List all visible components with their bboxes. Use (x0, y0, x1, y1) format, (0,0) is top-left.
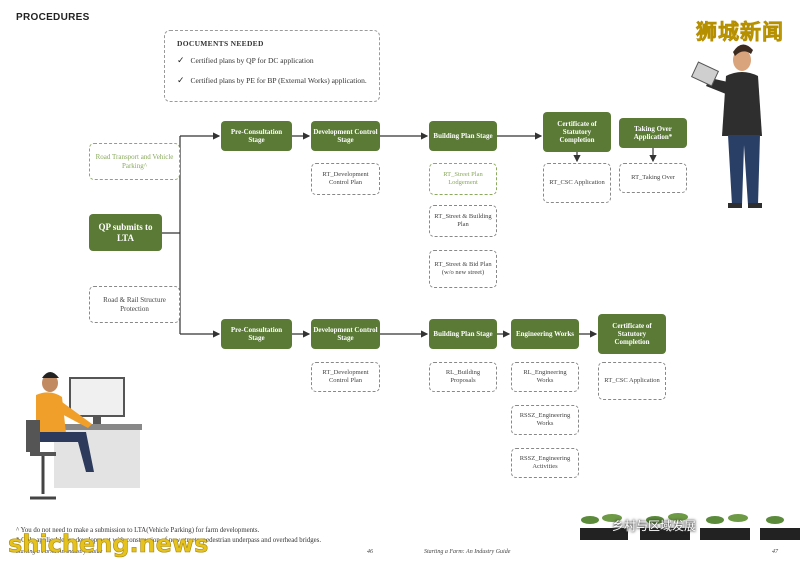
top-doc-csc-application: RT_CSC Application (543, 163, 611, 203)
bottom-doc-dc-plan: RT_Development Control Plan (311, 362, 380, 392)
bottom-stage-certificate: Certificate of Statutory Completion (598, 314, 666, 354)
top-doc-taking-over: RT_Taking Over (619, 163, 687, 193)
person-with-tablet-illustration (690, 44, 762, 208)
start-node: QP submits to LTA (89, 214, 162, 251)
bottom-doc-rssz-engineering-works: RSSZ_Engineering Works (511, 405, 579, 435)
plant-pots-illustration (580, 513, 800, 540)
footnote-vehicle-parking: ^ You do not need to make a submission t… (16, 527, 260, 534)
top-doc-street-plan-lodgement: RT_Street Plan Lodgement (429, 163, 497, 195)
top-stage-taking-over: Taking Over Application* (619, 118, 687, 148)
bottom-stage-development-control: Development Control Stage (311, 319, 380, 349)
branch-label-top: Road Transport and Vehicle Parking^ (89, 143, 180, 180)
person-at-computer-illustration (26, 372, 142, 500)
check-icon: ✓ (177, 75, 185, 85)
watermark-bottom-left: shicheng.news (8, 530, 209, 559)
top-stage-building-plan: Building Plan Stage (429, 121, 497, 151)
top-stage-development-control: Development Control Stage (311, 121, 380, 151)
bottom-doc-csc-application: RT_CSC Application (598, 362, 666, 400)
document-item-label: Certified plans by QP for DC application (190, 56, 314, 65)
footer-page-left: 46 (367, 549, 373, 555)
footnote-taking-over: * Only applicable for development with c… (16, 537, 322, 544)
check-icon: ✓ (177, 55, 185, 65)
top-doc-street-building-plan: RT_Street & Building Plan (429, 205, 497, 237)
branch-label-bottom: Road & Rail Structure Protection (89, 286, 180, 323)
bottom-doc-rl-engineering-works: RL_Engineering Works (511, 362, 579, 392)
documents-needed-box: DOCUMENTS NEEDED ✓ Certified plans by QP… (164, 30, 380, 102)
document-item-label: Certified plans by PE for BP (External W… (190, 76, 367, 85)
watermark-bottom-right: 乡村与区域发展 (612, 519, 697, 533)
watermark-top-right: 狮城新闻 (696, 20, 784, 45)
document-item: ✓ Certified plans by PE for BP (External… (177, 75, 367, 86)
bottom-doc-building-proposals: RL_Building Proposals (429, 362, 497, 392)
bottom-doc-rssz-engineering-activities: RSSZ_Engineering Activities (511, 448, 579, 478)
footer-guide-title-center: Starting a Farm: An Industry Guide (424, 549, 511, 555)
footer-guide-title-left: Starting a Farm: An Industry Guide (16, 549, 103, 555)
bottom-stage-engineering-works: Engineering Works (511, 319, 579, 349)
bottom-stage-pre-consultation: Pre-Consultation Stage (221, 319, 292, 349)
top-stage-certificate: Certificate of Statutory Completion (543, 112, 611, 152)
bottom-stage-building-plan: Building Plan Stage (429, 319, 497, 349)
page-title: PROCEDURES (16, 12, 90, 23)
footer-page-right: 47 (772, 549, 778, 555)
top-stage-pre-consultation: Pre-Consultation Stage (221, 121, 292, 151)
top-doc-dc-plan: RT_Development Control Plan (311, 163, 380, 195)
document-item: ✓ Certified plans by QP for DC applicati… (177, 55, 367, 66)
top-doc-street-bid-plan: RT_Street & Bid Plan (w/o new street) (429, 250, 497, 288)
documents-heading: DOCUMENTS NEEDED (177, 39, 264, 48)
